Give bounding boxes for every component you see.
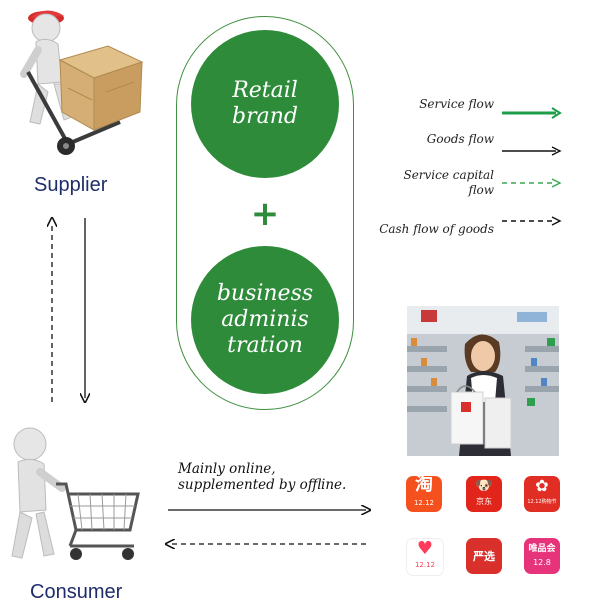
pinduoduo-app-icon: ✿ 12.12购物节 [524, 476, 560, 512]
shopper-photo [407, 306, 559, 456]
taobao-app-icon: 淘 12.12 [406, 476, 442, 512]
yanxuan-app-icon: 严选 [466, 538, 502, 574]
xiaohongshu-app-icon: ♥ 12.12 [406, 538, 444, 576]
retail-brand-label: Retail brand [232, 78, 298, 130]
app-icons-grid: 淘 12.12 🐶 京东 ✿ 12.12购物节 ♥ 12.12 严选 唯品会 1… [406, 476, 566, 580]
legend-service-flow-arrow [500, 106, 562, 120]
legend-service-capital-flow-arrow [500, 176, 562, 190]
supplier-label: Supplier [34, 174, 107, 197]
consumer-illustration [4, 418, 144, 574]
consumer-label: Consumer [30, 581, 122, 604]
retail-brand-circle: Retail brand [191, 30, 339, 178]
business-administration-circle: business adminis tration [191, 246, 339, 394]
channel-arrows [162, 500, 376, 552]
channel-note: Mainly online, supplemented by offline. [178, 461, 346, 493]
supplier-consumer-arrows [40, 210, 100, 406]
legend-goods-flow-label: Goods flow [354, 132, 494, 147]
legend-goods-flow-arrow [500, 144, 562, 158]
supplier-illustration [8, 4, 148, 164]
legend: Service flow Goods flow Service capital … [370, 94, 592, 244]
legend-cash-flow-arrow [500, 214, 562, 228]
vipshop-app-icon: 唯品会 12.8 [524, 538, 560, 574]
legend-service-capital-flow-label: Service capital flow [354, 168, 494, 198]
plus-sign: + [241, 194, 289, 234]
jd-app-icon: 🐶 京东 [466, 476, 502, 512]
legend-service-flow-label: Service flow [354, 97, 494, 112]
legend-cash-flow-label: Cash flow of goods [334, 222, 494, 237]
business-administration-label: business adminis tration [217, 281, 313, 359]
